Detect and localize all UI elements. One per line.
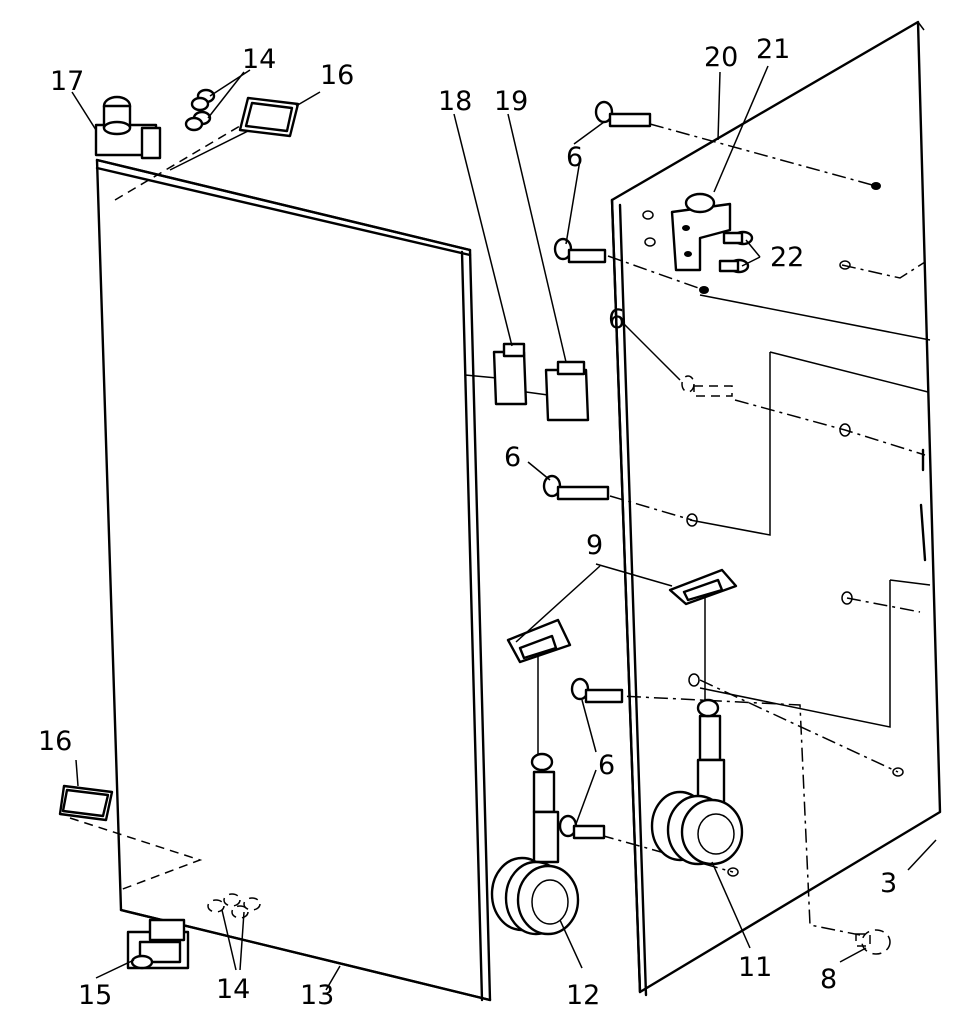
hinge-screws-bottom xyxy=(207,893,261,919)
hinge-screws-top xyxy=(184,88,216,132)
magnetic-catch xyxy=(492,342,528,406)
label-19: 19 xyxy=(494,86,528,117)
screws-6 xyxy=(542,100,733,840)
label-6-top: 6 xyxy=(566,142,583,173)
label-13: 13 xyxy=(300,980,334,1011)
label-20: 20 xyxy=(704,42,738,73)
part-number-labels: 17 14 16 18 19 20 21 6 22 6 6 9 6 16 3 1… xyxy=(38,34,897,1011)
caster-wheel-left xyxy=(490,752,580,936)
cabinet-hinge-plate xyxy=(670,192,732,272)
label-6-left: 6 xyxy=(504,442,521,473)
label-9: 9 xyxy=(586,530,603,561)
catch-plate xyxy=(544,360,590,422)
label-15: 15 xyxy=(78,980,112,1011)
top-hinge-bracket xyxy=(94,95,162,160)
assembly-guide-lines xyxy=(69,109,926,936)
caster-wheel-right xyxy=(650,698,744,866)
hinge-pad-top xyxy=(238,96,300,138)
caster-bracket-right xyxy=(668,568,738,606)
leveling-foot xyxy=(855,929,891,955)
label-11: 11 xyxy=(738,952,772,983)
leader-lines xyxy=(71,65,937,991)
label-14-top: 14 xyxy=(242,44,276,75)
hinge-pad-bottom xyxy=(58,784,114,822)
label-22: 22 xyxy=(770,242,804,273)
label-16-top: 16 xyxy=(320,60,354,91)
label-17: 17 xyxy=(50,66,84,97)
label-12: 12 xyxy=(566,980,600,1011)
label-21: 21 xyxy=(756,34,790,65)
label-6-mid: 6 xyxy=(608,304,625,335)
label-18: 18 xyxy=(438,86,472,117)
label-6-bottom: 6 xyxy=(598,750,615,781)
label-14-bottom: 14 xyxy=(216,974,250,1005)
label-3: 3 xyxy=(880,868,897,899)
door-panel xyxy=(95,158,492,1002)
label-16-bottom: 16 xyxy=(38,726,72,757)
label-8: 8 xyxy=(820,964,837,995)
caster-bracket-left xyxy=(506,618,572,664)
bottom-hinge-bracket xyxy=(126,918,190,970)
